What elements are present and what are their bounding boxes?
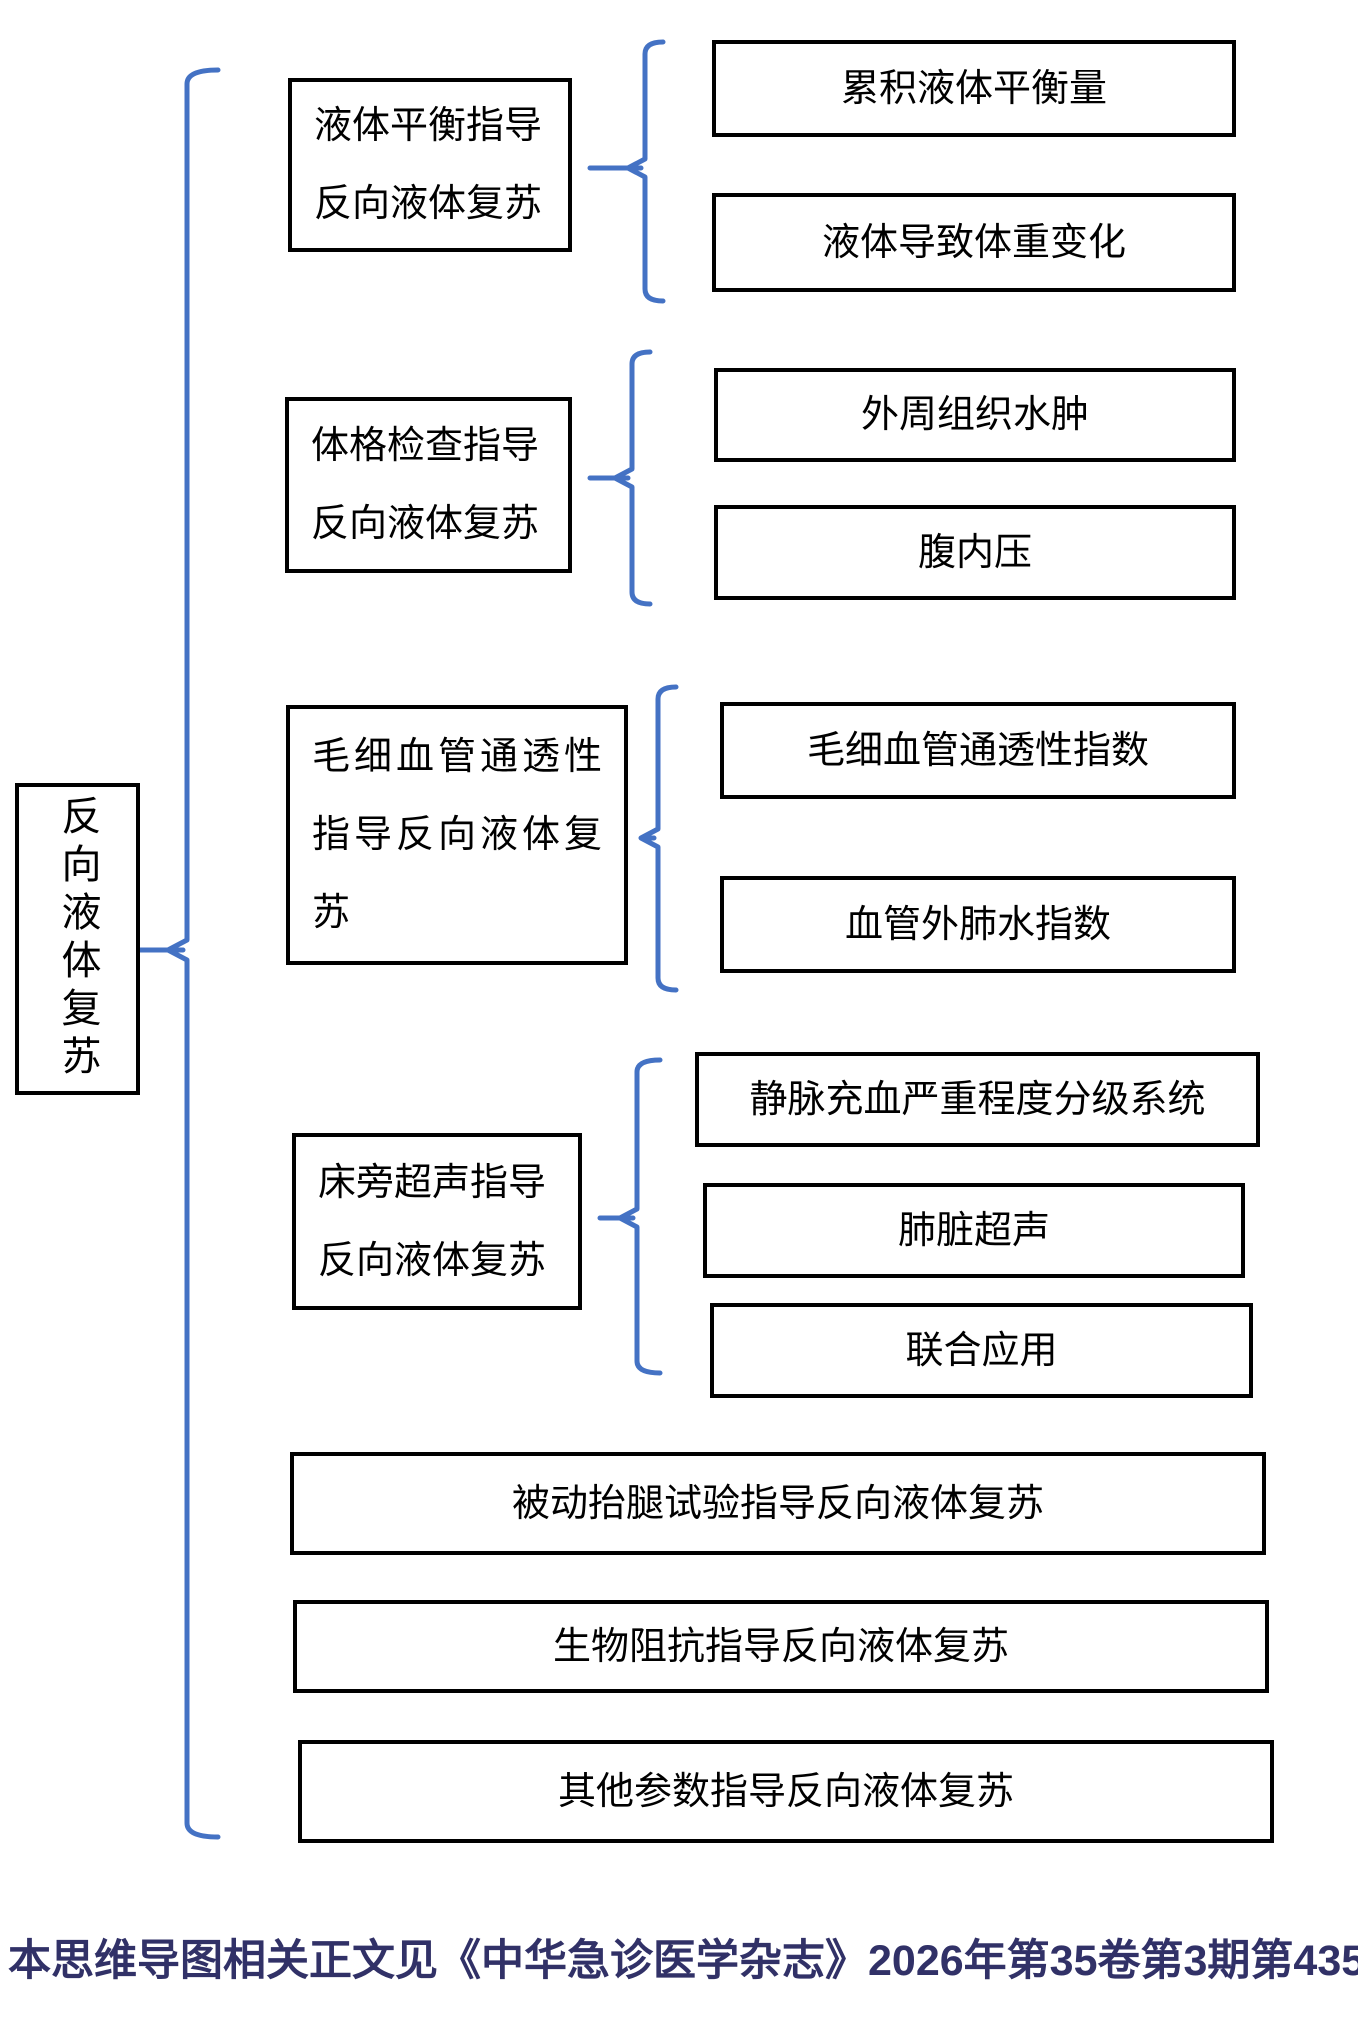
branch-label-line: 其他参数指导反向液体复苏 — [557, 1770, 1014, 1813]
leaf-label: 肺脏超声 — [897, 1209, 1050, 1252]
branch-node-physical-exam: 体格检查指导 反向液体复苏 — [285, 397, 572, 573]
branch-node-bioimpedance: 生物阻抗指导反向液体复苏 — [293, 1600, 1269, 1693]
branch-label-line: 反向液体复苏 — [311, 503, 540, 545]
leaf-label: 联合应用 — [905, 1329, 1058, 1372]
branch-node-fluid-balance: 液体平衡指导 反向液体复苏 — [288, 78, 572, 252]
leaf-label: 液体导致体重变化 — [821, 221, 1126, 264]
curly-brace-group-1 — [625, 39, 666, 304]
leaf-node-capillary-permeability-index: 毛细血管通透性指数 — [720, 702, 1236, 799]
branch-label-line: 苏 — [312, 892, 355, 934]
curly-brace-root — [165, 67, 221, 1840]
branch-node-bedside-ultrasound: 床旁超声指导 反向液体复苏 — [292, 1133, 582, 1310]
leaf-label: 累积液体平衡量 — [840, 67, 1107, 110]
leaf-label: 腹内压 — [917, 531, 1032, 574]
branch-node-capillary-permeability: 毛细血管通透性 指导反向液体复 苏 — [286, 705, 628, 965]
branch-label-line: 液体平衡指导 — [314, 105, 543, 147]
branch-node-passive-leg-raise: 被动抬腿试验指导反向液体复苏 — [290, 1452, 1266, 1555]
leaf-node-peripheral-edema: 外周组织水肿 — [714, 368, 1236, 462]
leaf-node-intraabdominal-pressure: 腹内压 — [714, 505, 1236, 600]
leaf-node-lung-ultrasound: 肺脏超声 — [703, 1183, 1245, 1278]
branch-label-line: 指导反向液体复 — [312, 814, 607, 856]
leaf-node-extravascular-lung-water-index: 血管外肺水指数 — [720, 876, 1236, 973]
leaf-node-fluid-weight-change: 液体导致体重变化 — [712, 193, 1236, 292]
root-node: 反向液体复苏 — [15, 783, 140, 1095]
branch-label-line: 床旁超声指导 — [318, 1161, 547, 1204]
leaf-node-combined-application: 联合应用 — [710, 1303, 1253, 1398]
leaf-node-cumulative-fluid-balance: 累积液体平衡量 — [712, 40, 1236, 137]
branch-label-line: 生物阻抗指导反向液体复苏 — [552, 1625, 1009, 1668]
branch-label-line: 反向液体复苏 — [318, 1239, 547, 1282]
branch-label-line: 被动抬腿试验指导反向液体复苏 — [511, 1482, 1044, 1525]
leaf-label: 毛细血管通透性指数 — [806, 729, 1149, 772]
curly-brace-group-3 — [638, 684, 679, 993]
branch-label-line: 毛细血管通透性 — [312, 736, 607, 778]
branch-label-line: 反向液体复苏 — [314, 183, 543, 225]
leaf-label: 外周组织水肿 — [860, 394, 1089, 436]
root-label: 反向液体复苏 — [55, 795, 101, 1083]
leaf-label: 血管外肺水指数 — [844, 903, 1111, 946]
branch-label-line: 体格检查指导 — [311, 425, 540, 467]
footer-citation: 本思维导图相关正文见《中华急诊医学杂志》2026年第35卷第3期第435–441… — [8, 1937, 1358, 1985]
leaf-label: 静脉充血严重程度分级系统 — [749, 1078, 1206, 1121]
leaf-node-venous-congestion-grading: 静脉充血严重程度分级系统 — [695, 1052, 1260, 1147]
branch-node-other-parameters: 其他参数指导反向液体复苏 — [298, 1740, 1274, 1843]
